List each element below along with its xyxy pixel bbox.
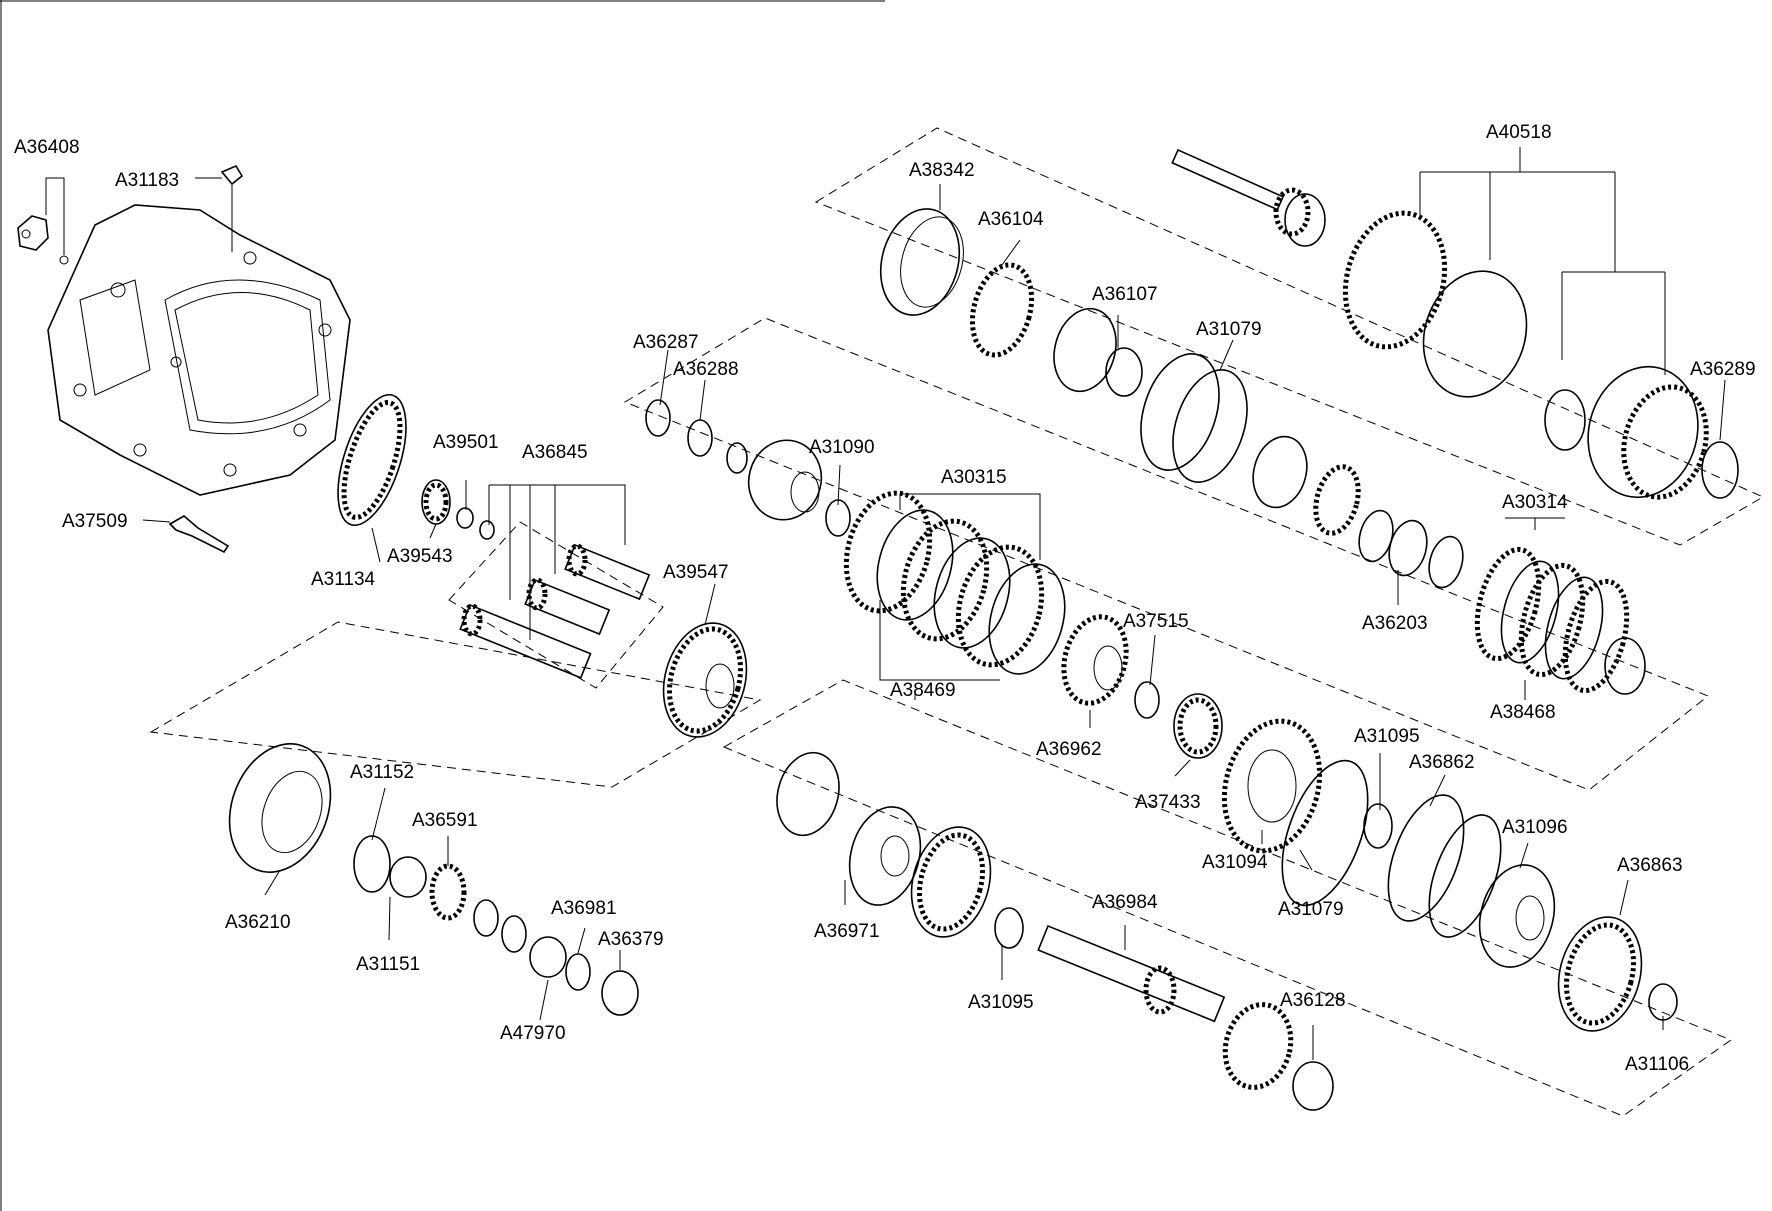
part-label: A38468 [1490,702,1556,723]
sensor-icon [220,164,244,252]
part-label: A36408 [14,137,80,158]
part-label: A36984 [1092,892,1158,913]
part-label: A39547 [663,562,729,583]
group-outline-middle [623,317,1709,791]
part-label: A40518 [1486,122,1552,143]
bearing-icon [969,262,1035,358]
snap-ring-icon [1281,759,1502,938]
carrier-icon [776,751,1024,949]
part-label: A38469 [890,680,956,701]
lever-icon [168,515,230,554]
part-label: A31094 [1202,852,1268,873]
group-outline-upper [814,127,1765,546]
gear-icon [1061,614,1223,759]
seal-icon [1053,307,1143,397]
part-label: A36971 [814,921,880,942]
washer-icon [456,507,474,529]
clutch-disc-icon [1474,546,1646,695]
part-label: A47970 [500,1023,566,1044]
washer-icon [747,439,851,537]
part-label: A36288 [673,359,739,380]
ring-icon [1342,210,1739,500]
part-label: A36845 [522,442,588,463]
snap-ring-icon [645,399,748,474]
gear-icon [662,622,748,738]
part-label: A31134 [311,569,376,590]
transmission-housing [47,204,351,496]
part-label: A31079 [1278,899,1344,920]
part-label: A36591 [412,810,478,831]
drum-icon [879,208,964,316]
part-label: A39501 [433,432,499,453]
part-label: A31183 [115,170,179,191]
shaft-icon [1037,924,1334,1111]
part-label: A31152 [350,762,414,783]
part-label: A36289 [1690,359,1756,380]
part-label: A38342 [909,160,975,181]
gear-icon [1221,718,1323,854]
shaft-icon [1171,148,1326,247]
carrier-icon [1478,864,1678,1032]
part-label: A37433 [1135,792,1201,813]
part-label: A39543 [387,546,453,567]
bearing-icon [421,479,451,525]
part-label: A36107 [1092,284,1158,305]
part-label: A36379 [598,929,664,950]
part-label: A36210 [225,912,291,933]
snap-ring-icon [353,835,391,893]
part-label: A36203 [1362,613,1428,634]
part-label: A36128 [1280,990,1346,1011]
part-label: A37509 [62,511,128,532]
group-outline-lower [722,679,1733,1117]
part-label: A36104 [978,209,1044,230]
part-label: A31095 [968,992,1034,1013]
part-label: A37515 [1123,611,1189,632]
clutch-disc-icon [843,490,1066,675]
part-label: A36863 [1617,855,1683,876]
part-label: A31090 [809,437,875,458]
part-label: A31079 [1196,319,1262,340]
part-label: A31151 [356,954,420,975]
snap-ring-icon [1140,353,1248,483]
bearing-icon [1252,435,1361,536]
ring-icon [337,393,407,527]
part-label: A36981 [551,898,617,919]
part-label: A31095 [1354,726,1420,747]
part-label: A30315 [941,467,1007,488]
part-label: A36862 [1409,752,1475,773]
group-outline-left [149,621,762,788]
seal-icon [1358,509,1464,589]
part-label: A30314 [1502,492,1568,513]
cover-icon [228,743,332,873]
switch-icon [17,215,69,265]
part-label: A36962 [1036,739,1102,760]
part-label: A31106 [1625,1054,1689,1075]
part-label: A31096 [1502,817,1568,838]
leader-lines [45,147,1726,1060]
washer-icon [479,520,495,540]
group-outline-shafts [448,521,664,689]
part-label: A36287 [633,332,699,353]
bearing-icon [389,856,639,1016]
